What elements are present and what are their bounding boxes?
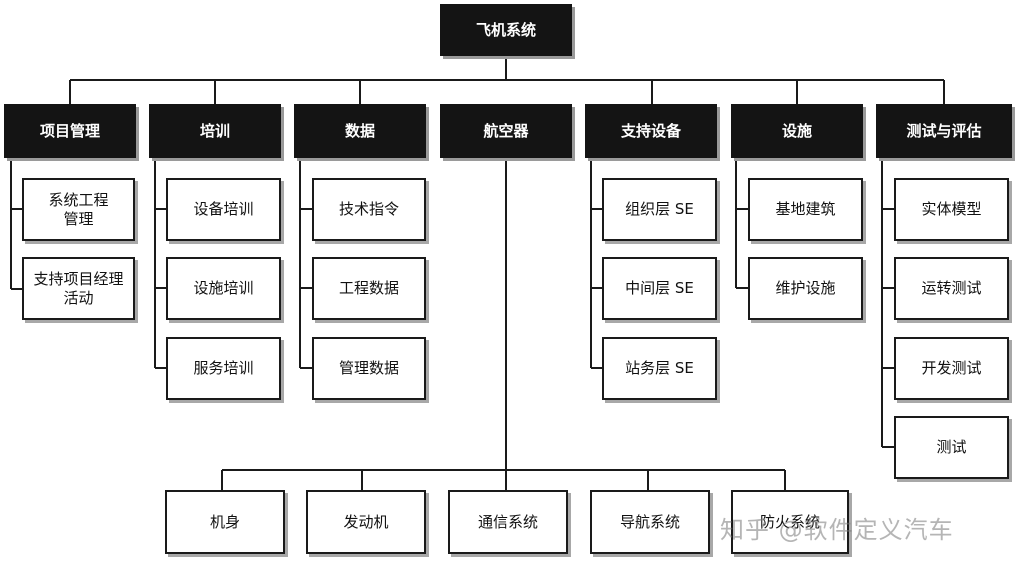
node-navigation-system: 导航系统 xyxy=(590,490,710,554)
node-management-data: 管理数据 xyxy=(312,337,426,400)
category-project-management: 项目管理 xyxy=(4,104,136,158)
node-maintenance-facilities: 维护设施 xyxy=(748,257,863,320)
watermark: 知乎 @软件定义汽车 xyxy=(720,516,954,544)
node-engine: 发动机 xyxy=(306,490,426,554)
node-service-training: 服务培训 xyxy=(166,337,281,400)
node-airframe: 机身 xyxy=(165,490,285,554)
node-engineering-data: 工程数据 xyxy=(312,257,426,320)
node-support-project-manager-activities: 支持项目经理 活动 xyxy=(22,257,135,320)
node-base-buildings: 基地建筑 xyxy=(748,178,863,241)
node-communication-system: 通信系统 xyxy=(448,490,568,554)
category-data: 数据 xyxy=(294,104,426,158)
node-equipment-training: 设备培训 xyxy=(166,178,281,241)
root-node: 飞机系统 xyxy=(440,4,572,56)
node-test: 测试 xyxy=(894,416,1009,479)
category-test-evaluation: 测试与评估 xyxy=(876,104,1012,158)
node-facility-training: 设施培训 xyxy=(166,257,281,320)
category-facilities: 设施 xyxy=(731,104,863,158)
category-support-equipment: 支持设备 xyxy=(585,104,717,158)
category-aircraft: 航空器 xyxy=(440,104,572,158)
node-depot-se: 站务层 SE xyxy=(602,337,717,400)
node-systems-engineering-management: 系统工程 管理 xyxy=(22,178,135,241)
node-technical-orders: 技术指令 xyxy=(312,178,426,241)
node-organizational-se: 组织层 SE xyxy=(602,178,717,241)
node-intermediate-se: 中间层 SE xyxy=(602,257,717,320)
node-mockups: 实体模型 xyxy=(894,178,1009,241)
category-training: 培训 xyxy=(149,104,281,158)
node-operational-test: 运转测试 xyxy=(894,257,1009,320)
node-development-test: 开发测试 xyxy=(894,337,1009,400)
node-fire-protection-system: 防火系统 xyxy=(731,490,849,554)
